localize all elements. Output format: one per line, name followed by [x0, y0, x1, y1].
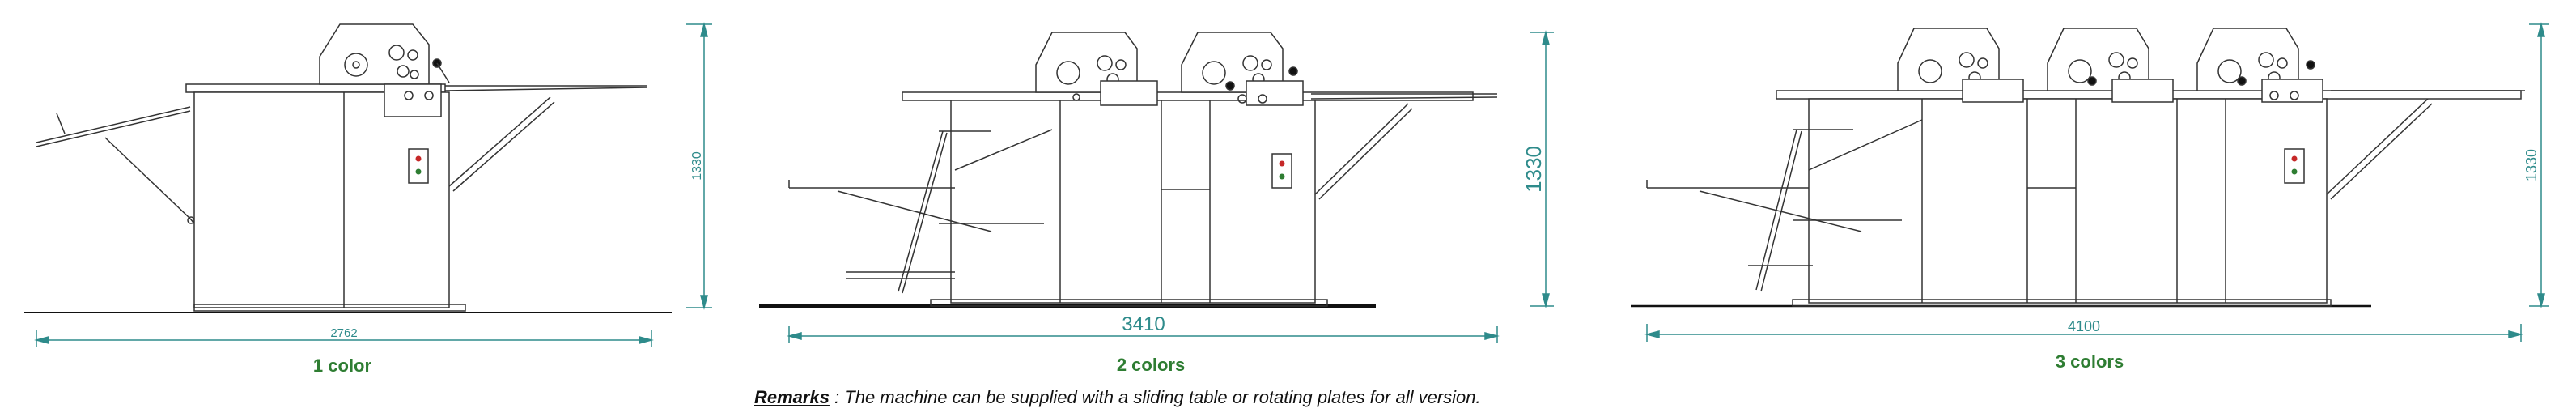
width-dimension-1: 2762 — [330, 326, 357, 340]
caption-1-color: 1 color — [313, 355, 372, 376]
remarks-note: Remarks : The machine can be supplied wi… — [754, 387, 1887, 415]
machine-2-colors — [759, 32, 1498, 308]
machine-3-colors — [1631, 28, 2525, 308]
green-indicator-light — [415, 168, 422, 175]
height-dimension-1: 1330 — [690, 151, 704, 181]
caption-2-colors: 2 colors — [1117, 355, 1185, 375]
remarks-text: : The machine can be supplied with a sli… — [829, 387, 1481, 407]
red-indicator-light — [415, 155, 422, 162]
caption-3-colors: 3 colors — [2056, 351, 2124, 372]
width-dimension-3: 4100 — [2068, 318, 2100, 334]
width-dimension-2: 3410 — [1122, 313, 1165, 335]
machine-1-color — [24, 23, 672, 313]
height-dimension-3: 1330 — [2523, 149, 2540, 181]
height-dimension-2: 1330 — [1521, 146, 1546, 193]
remarks-label: Remarks — [754, 387, 830, 407]
